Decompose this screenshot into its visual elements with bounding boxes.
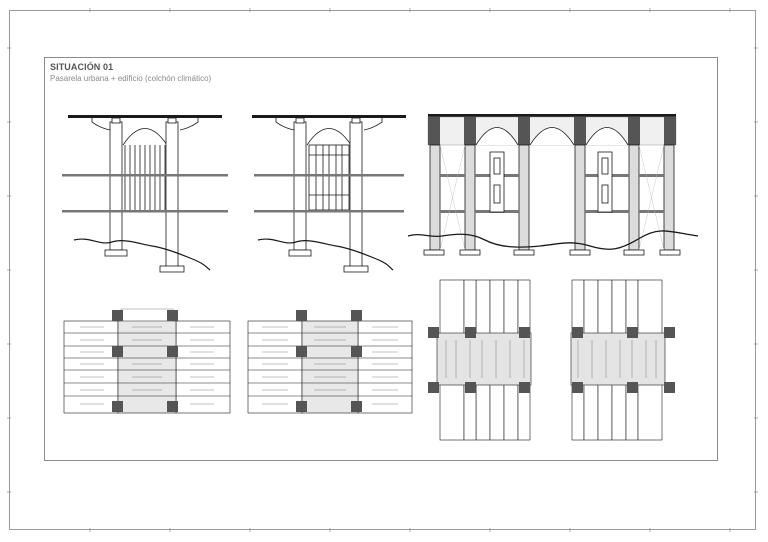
sheet-title: SITUACIÓN 01 — [50, 62, 114, 72]
plan-e — [247, 310, 413, 414]
plan-f — [428, 279, 532, 441]
drawing-frame — [44, 57, 718, 461]
plan-d — [63, 308, 231, 414]
elevation-c — [407, 114, 699, 256]
sheet-ticks — [7, 8, 758, 532]
elevation-b — [252, 115, 406, 273]
plan-g — [570, 279, 675, 441]
sheet-subtitle: Pasarela urbana + edificio (colchón clim… — [50, 74, 212, 83]
elevation-a — [62, 115, 228, 273]
